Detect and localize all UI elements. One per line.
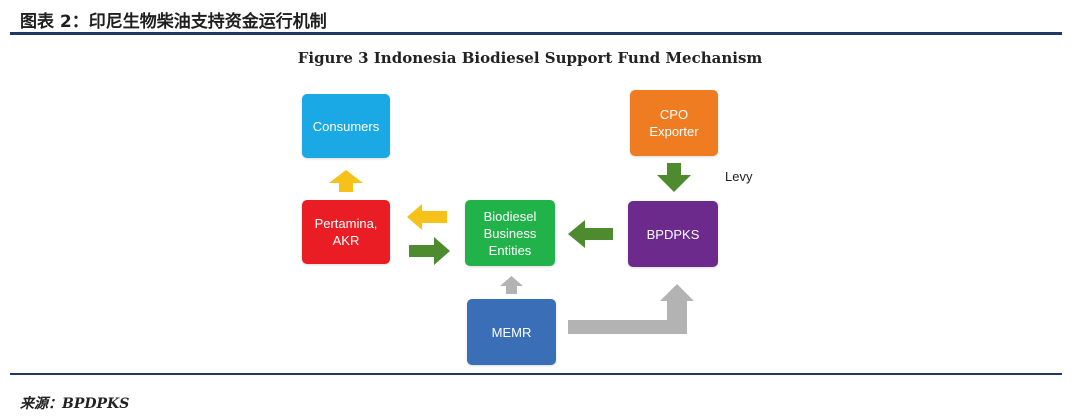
arrow-biodiesel-to-pertamina	[407, 204, 447, 230]
bpdpks-label: BPDPKS	[646, 226, 700, 242]
bpdpks-node: BPDPKS	[628, 201, 718, 267]
arrow-bpdpks-to-biodiesel	[568, 220, 613, 248]
arrow-memr-to-biodiesel	[500, 276, 523, 294]
pertamina-akr-label: Pertamina, AKR	[314, 216, 378, 248]
arrow-pertamina-to-biodiesel	[409, 237, 450, 265]
cpo-exporter-node: CPO Exporter	[630, 90, 718, 156]
levy-label: Levy	[725, 169, 753, 184]
arrow-cpo-to-bpdpks	[657, 163, 691, 192]
top-divider	[10, 32, 1062, 35]
source-note: 来源：BPDPKS	[20, 396, 130, 412]
biodiesel-business-entities-node: Biodiesel Business Entities	[465, 200, 555, 266]
memr-label: MEMR	[491, 324, 532, 340]
diagram-title: Figure 3 Indonesia Biodiesel Support Fun…	[297, 49, 763, 67]
cpo-exporter-label: CPO Exporter	[649, 107, 699, 139]
consumers-node: Consumers	[302, 94, 390, 158]
arrow-pertamina-to-consumers	[329, 170, 363, 192]
consumers-label: Consumers	[312, 118, 380, 134]
arrow-memr-to-bpdpks	[568, 284, 694, 334]
pertamina-akr-node: Pertamina, AKR	[302, 200, 390, 264]
figure-caption: 图表 2：印尼生物柴油支持资金运行机制	[20, 12, 327, 32]
memr-node: MEMR	[467, 299, 556, 365]
biodiesel-business-entities-label: Biodiesel Business Entities	[483, 208, 537, 258]
bottom-divider	[10, 373, 1062, 375]
